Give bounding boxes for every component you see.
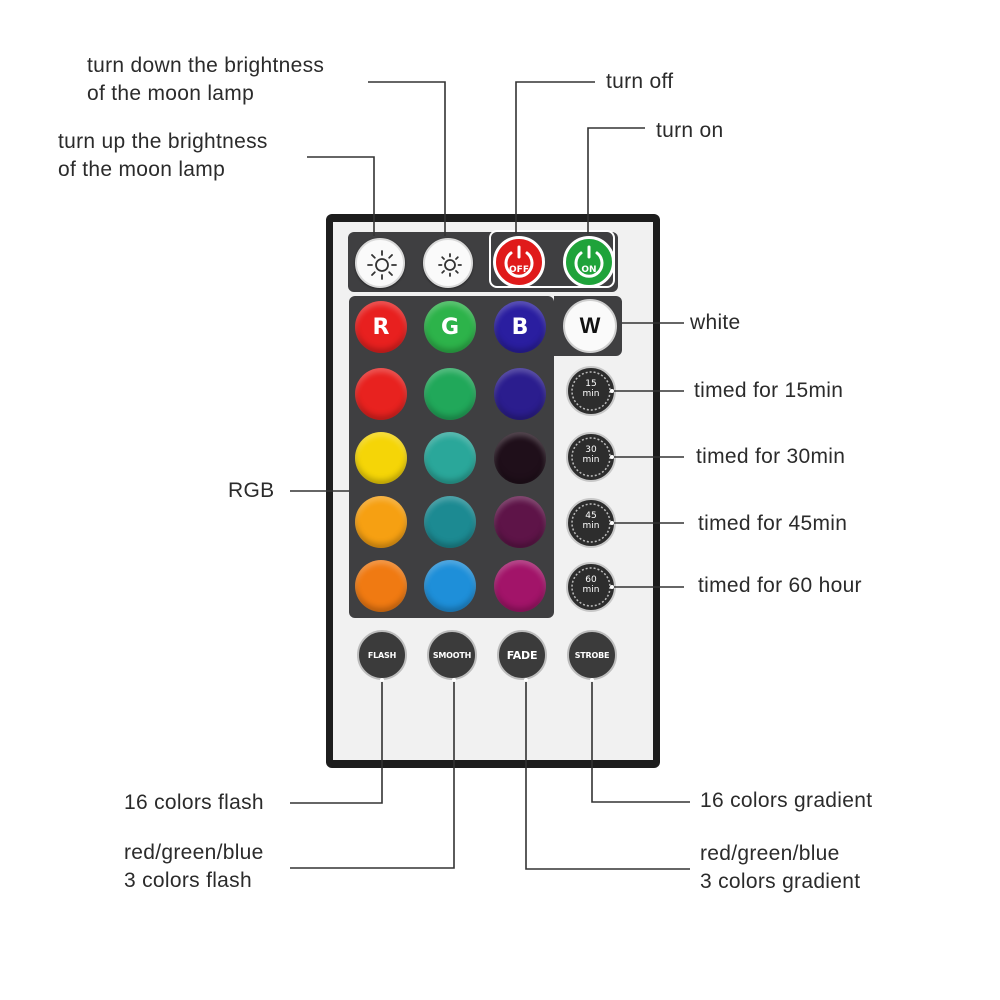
label-turn-off: turn off <box>606 70 674 93</box>
label-rgb: RGB <box>228 479 275 502</box>
power-on-button[interactable]: ON <box>563 236 615 288</box>
color-button-magenta[interactable] <box>494 560 546 612</box>
green-button[interactable]: G <box>424 301 476 353</box>
color-button-black[interactable] <box>494 432 546 484</box>
label-timed-45: timed for 45min <box>698 512 848 535</box>
label-gradient-16: 16 colors gradient <box>700 789 873 812</box>
color-button-teal[interactable] <box>424 432 476 484</box>
red-button[interactable]: R <box>355 301 407 353</box>
fade-button[interactable]: FADE <box>497 630 547 680</box>
sun-large-icon <box>367 250 397 280</box>
color-button-green[interactable] <box>424 368 476 420</box>
color-button-red[interactable] <box>355 368 407 420</box>
white-button[interactable]: W <box>563 299 617 353</box>
color-button-dark-teal[interactable] <box>424 496 476 548</box>
sun-small-icon <box>438 253 462 277</box>
power-off-button[interactable]: OFF <box>493 236 545 288</box>
strobe-button[interactable]: STROBE <box>567 630 617 680</box>
color-button-sky-blue[interactable] <box>424 560 476 612</box>
power-icon: ON <box>574 245 604 278</box>
label-flash-16: 16 colors flash <box>124 791 264 814</box>
label-timed-60: timed for 60 hour <box>698 574 862 597</box>
brightness-up-button[interactable] <box>355 238 405 288</box>
on-text: ON <box>581 265 596 275</box>
brightness-down-button[interactable] <box>423 238 473 288</box>
color-button-indigo[interactable] <box>494 368 546 420</box>
power-icon: OFF <box>504 245 534 278</box>
off-text: OFF <box>509 265 529 275</box>
color-button-amber[interactable] <box>355 496 407 548</box>
label-turn-on: turn on <box>656 119 724 142</box>
color-button-orange[interactable] <box>355 560 407 612</box>
label-timed-15: timed for 15min <box>694 379 844 402</box>
label-white: white <box>690 311 741 334</box>
smooth-button[interactable]: SMOOTH <box>427 630 477 680</box>
color-button-yellow[interactable] <box>355 432 407 484</box>
blue-button[interactable]: B <box>494 301 546 353</box>
color-button-plum[interactable] <box>494 496 546 548</box>
label-timed-30: timed for 30min <box>696 445 846 468</box>
